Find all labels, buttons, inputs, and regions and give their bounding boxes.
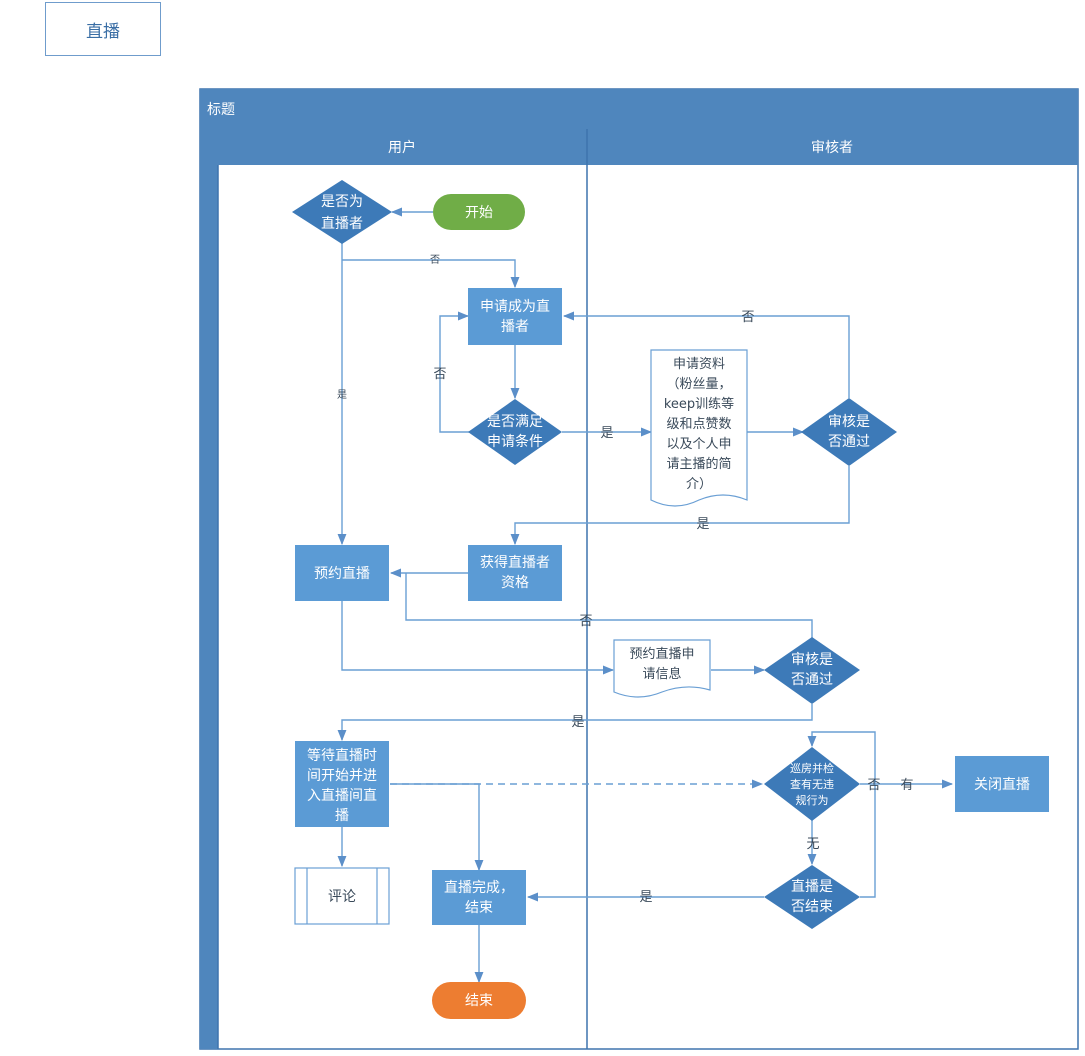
lane-label-reviewer: 审核者 [811, 140, 853, 156]
node-apply-materials-line7: 介） [686, 477, 712, 492]
edge-review1-no [562, 311, 850, 398]
node-review-pass-1-line1: 审核是 [828, 414, 870, 430]
node-is-streamer-line1: 是否为 [321, 194, 363, 210]
label-has: 有 [900, 778, 913, 793]
node-patrol-line1: 巡房并检 [790, 761, 834, 775]
node-wait-line1: 等待直播时 [307, 747, 377, 764]
node-apply-streamer-line1: 申请成为直 [480, 298, 550, 315]
node-get-qualification-line1: 获得直播者 [480, 554, 550, 571]
lane-header-row [218, 129, 1078, 165]
node-meets-conditions-line2: 申请条件 [487, 433, 543, 450]
node-apply-materials-line2: （粉丝量， [666, 377, 731, 392]
edge-review1-yes [510, 466, 850, 546]
node-apply-materials-line4: 级和点赞数 [666, 417, 731, 432]
node-review-pass-1-line2: 否通过 [828, 434, 870, 450]
connectors [337, 207, 954, 984]
node-wait-line3: 入直播间直 [307, 787, 377, 804]
edge-no-to-apply [342, 259, 520, 289]
node-start[interactable]: 开始 [433, 194, 525, 230]
label-no-patrol: 否 [867, 778, 880, 793]
pool-title: 标题 [207, 102, 235, 118]
node-is-streamer-line2: 直播者 [321, 215, 363, 232]
node-end-label: 结束 [465, 993, 493, 1009]
lane-label-user: 用户 [388, 139, 416, 156]
node-apply-materials[interactable]: 申请资料 （粉丝量， keep训练等 级和点赞数 以及个人申 请主播的简 介） [650, 349, 748, 507]
node-is-streamer[interactable]: 是否为 直播者 [292, 180, 392, 244]
node-booking-info[interactable]: 预约直播申 请信息 [613, 639, 711, 698]
node-stream-done-line1: 直播完成， [444, 879, 514, 896]
node-is-ended[interactable]: 直播是 否结束 [764, 865, 860, 929]
label-no-review1: 否 [741, 310, 754, 325]
label-yes-review1: 是 [696, 517, 709, 532]
node-apply-materials-line5: 以及个人申 [666, 437, 731, 452]
label-yes-ended: 是 [639, 890, 652, 905]
node-patrol-line2: 查有无违 [790, 777, 834, 791]
node-wait-line4: 播 [335, 808, 349, 824]
label-no-loop: 否 [433, 367, 446, 382]
node-comment-label: 评论 [328, 889, 356, 905]
node-is-ended-line2: 否结束 [791, 899, 833, 915]
label-no-top: 否 [430, 254, 440, 266]
node-close-stream-label: 关闭直播 [974, 776, 1030, 793]
node-wait-and-enter[interactable]: 等待直播时 间开始并进 入直播间直 播 [295, 741, 389, 827]
node-close-stream[interactable]: 关闭直播 [955, 756, 1049, 812]
node-stream-done-line2: 结束 [465, 900, 493, 916]
node-apply-streamer[interactable]: 申请成为直 播者 [468, 288, 562, 345]
node-book-stream-label: 预约直播 [314, 565, 370, 582]
node-booking-info-line1: 预约直播申 [629, 647, 694, 662]
node-is-ended-line1: 直播是 [791, 878, 833, 895]
node-comment[interactable]: 评论 [294, 867, 390, 925]
node-patrol-check[interactable]: 巡房并检 查有无违 规行为 [764, 747, 860, 821]
node-apply-streamer-line2: 播者 [501, 319, 529, 335]
label-yes-mid: 是 [600, 426, 613, 441]
edge-check-no-loop [439, 311, 470, 433]
node-meets-conditions[interactable]: 是否满足 申请条件 [468, 399, 562, 465]
node-patrol-line3: 规行为 [796, 793, 829, 807]
edge-review2-yes [337, 704, 813, 742]
node-wait-line2: 间开始并进 [307, 768, 377, 784]
node-get-qualification-line2: 资格 [501, 575, 529, 591]
label-no-review2: 否 [579, 614, 592, 629]
node-meets-conditions-line1: 是否满足 [487, 414, 543, 430]
node-apply-materials-line3: keep训练等 [664, 396, 734, 412]
node-get-qualification[interactable]: 获得直播者 资格 [468, 545, 562, 601]
title-box: 直播 [45, 2, 161, 56]
edge-ended-no-loop [807, 731, 876, 898]
edge-book-to-info [341, 601, 615, 675]
label-yes-review2: 是 [571, 715, 584, 730]
node-book-stream[interactable]: 预约直播 [295, 545, 389, 601]
node-review-pass-2[interactable]: 审核是 否通过 [764, 637, 860, 704]
node-apply-materials-line1: 申请资料 [673, 357, 725, 372]
edge-review2-no [405, 573, 813, 638]
node-stream-done[interactable]: 直播完成， 结束 [432, 870, 526, 925]
title-box-label: 直播 [86, 21, 120, 42]
label-none: 无 [806, 837, 819, 852]
pool-side-bar [200, 129, 218, 1049]
node-booking-info-line2: 请信息 [642, 666, 681, 682]
node-end[interactable]: 结束 [432, 982, 526, 1019]
node-review-pass-2-line1: 审核是 [791, 652, 833, 668]
node-review-pass-1[interactable]: 审核是 否通过 [801, 398, 897, 466]
node-review-pass-2-line2: 否通过 [791, 672, 833, 688]
node-start-label: 开始 [465, 205, 493, 221]
pool-header [200, 89, 1078, 129]
node-apply-materials-line6: 请主播的简 [666, 456, 731, 472]
edge-labels: 否 是 否 是 否 是 否 是 否 有 无 是 [337, 254, 914, 905]
label-yes-left: 是 [337, 389, 347, 401]
